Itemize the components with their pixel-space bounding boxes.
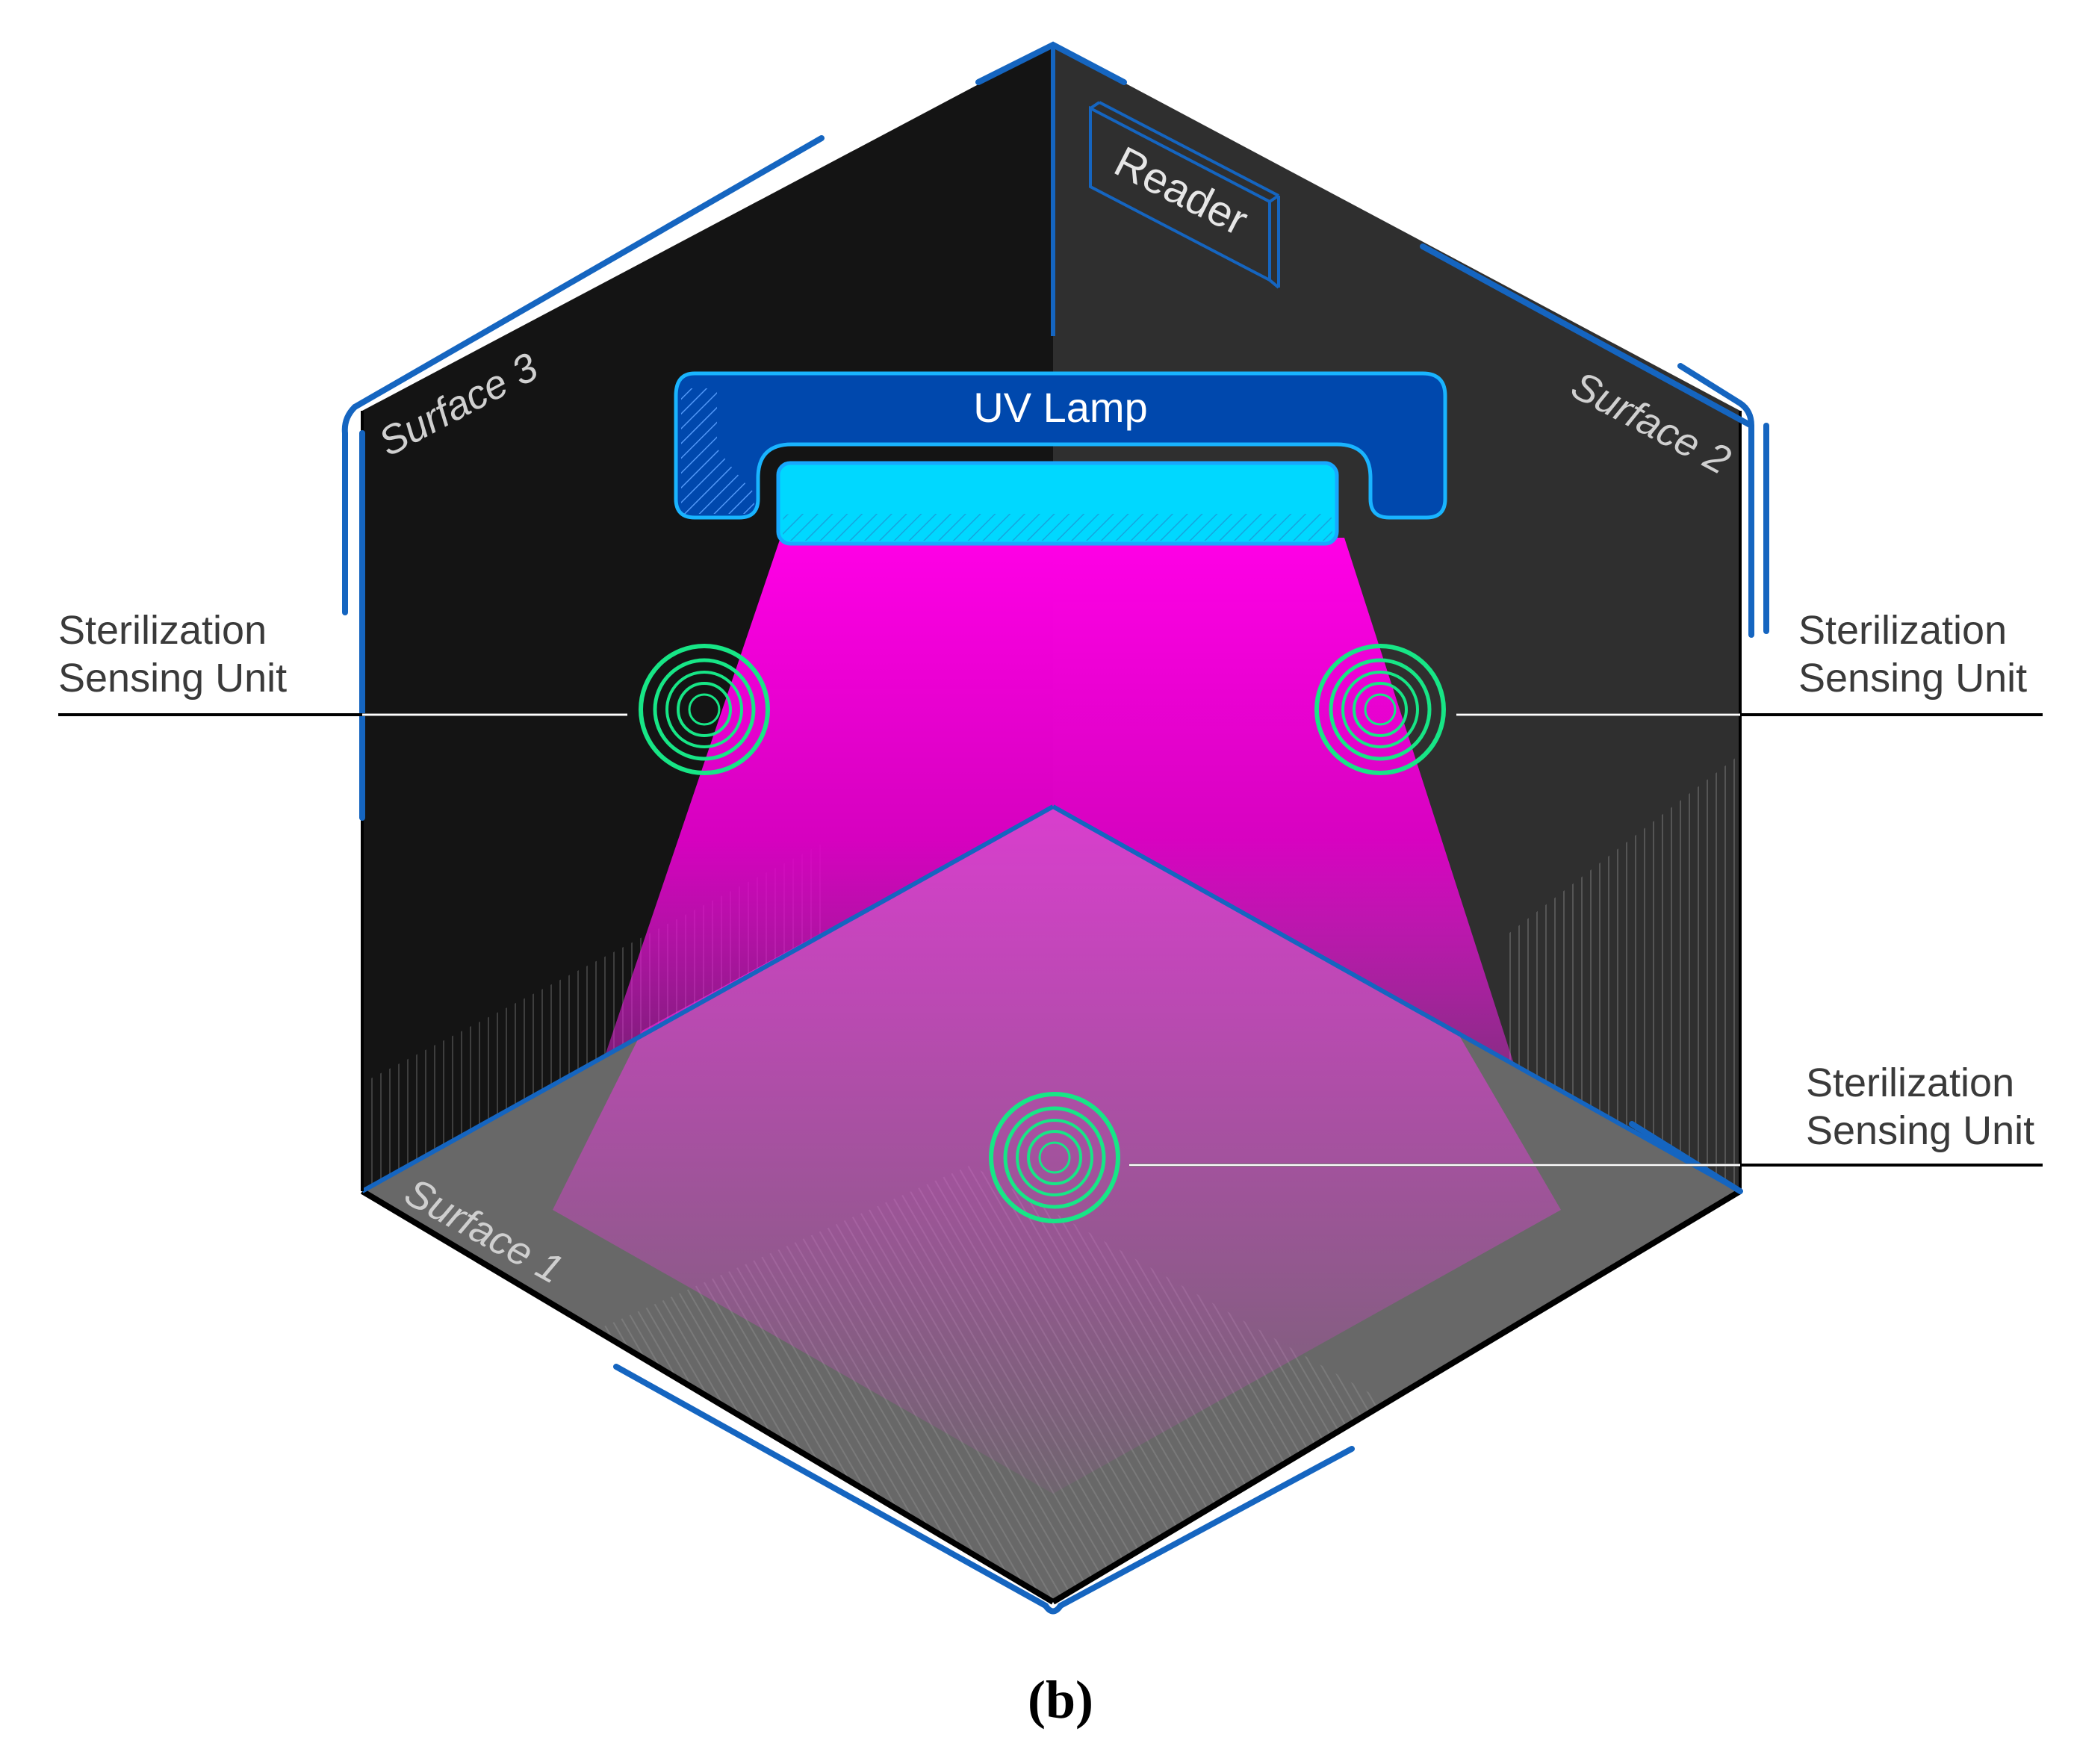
sensor-left-label-line2: Sensing Unit <box>58 656 287 701</box>
floor-right-edge <box>1051 1188 1742 1605</box>
sensor-right-label-line2: Sensing Unit <box>1798 656 2027 701</box>
sensor-bottom-label-line1: Sterilization <box>1806 1060 2014 1105</box>
sensor-right-label-line1: Sterilization <box>1798 608 2007 653</box>
floor-back-right-edge <box>1052 804 1742 1193</box>
sensor-left <box>639 644 770 775</box>
floor-left-edge <box>360 1188 1055 1605</box>
sensor-bottom <box>989 1092 1120 1223</box>
sensor-bottom-label-line2: Sensing Unit <box>1806 1108 2034 1153</box>
hexagon-frame <box>341 41 1769 1615</box>
uv-lamp-housing <box>674 371 1447 520</box>
uv-lamp-label: UV Lamp <box>973 384 1147 431</box>
right-wall-texture <box>1509 754 1740 1191</box>
floor-back-left-edge <box>361 804 1055 1193</box>
panel-caption: (b) <box>1028 1670 1093 1730</box>
floor-beam-glow <box>553 807 1561 1494</box>
uv-lamp: UV Lamp <box>674 371 1447 546</box>
uv-lamp-tube-hatch <box>783 514 1332 541</box>
sensor-left-label-line1: Sterilization <box>58 608 267 653</box>
sensor-right <box>1314 644 1446 775</box>
uv-lamp-housing-hatch <box>681 388 754 514</box>
left-wall-surface-3 <box>362 45 1053 1191</box>
